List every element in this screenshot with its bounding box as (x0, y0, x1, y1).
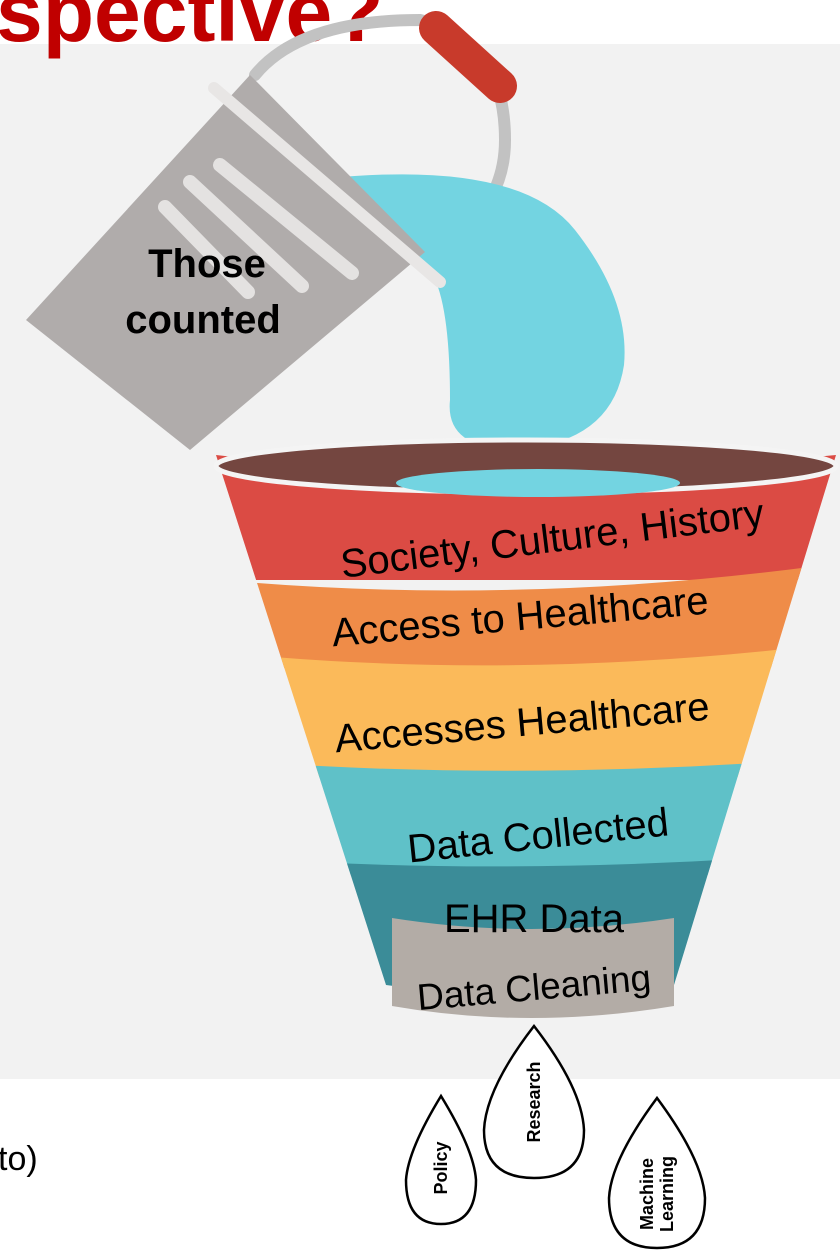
droplet-machine-learning: Machine Learning (607, 1095, 707, 1250)
funnel-layer-access-to-healthcare (216, 560, 836, 678)
funnel-layer-data-collected (216, 755, 836, 878)
bucket-label-line1: Those (148, 242, 266, 286)
slide-title: spective? (0, 0, 384, 59)
funnel-water-surface (396, 469, 680, 497)
bucket-stripe (213, 158, 359, 280)
bucket-handle-grip (419, 11, 517, 103)
droplet-label-machine: Machine (637, 1158, 657, 1230)
bucket: Those counted (26, 75, 446, 450)
droplet-label-research: Research (524, 1061, 544, 1142)
funnel-layer-accesses-healthcare (216, 640, 836, 783)
funnel-label-ehr-data: EHR Data (444, 897, 625, 941)
bucket-rim (208, 82, 446, 288)
bucket-stripe (183, 175, 309, 293)
droplet-policy: Policy (404, 1093, 478, 1226)
bucket-stripe (158, 200, 255, 299)
droplet-label-policy: Policy (431, 1141, 451, 1194)
bucket-label-line2: counted (125, 298, 281, 342)
droplet-research: Research (482, 1023, 586, 1180)
funnel: Society, Culture, History Access to Heal… (213, 437, 839, 1018)
droplet-label-learning: Learning (657, 1156, 677, 1232)
bottom-text-fragment: to) (0, 1140, 38, 1178)
funnel-layer-data-cleaning (392, 918, 674, 1018)
